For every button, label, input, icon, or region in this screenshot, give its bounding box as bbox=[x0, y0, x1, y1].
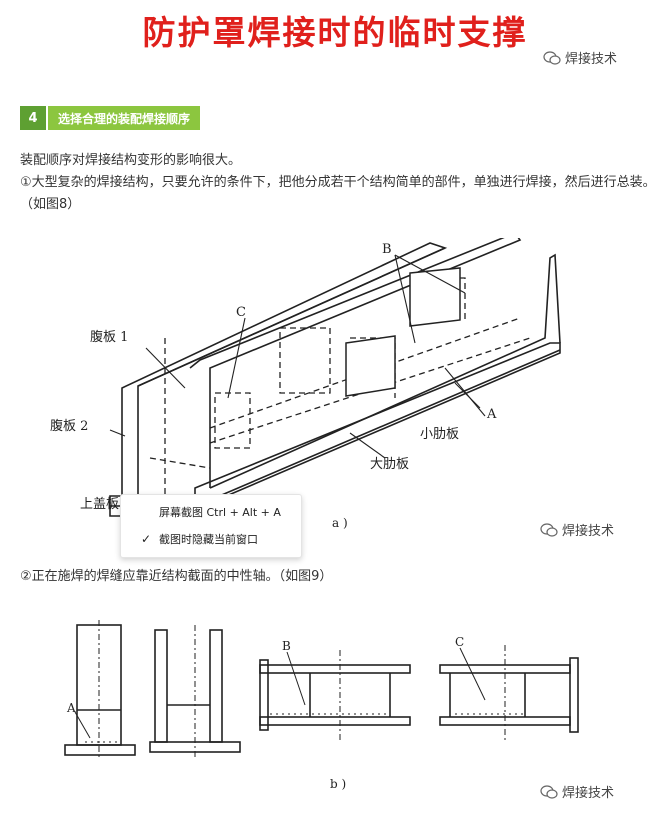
label-small-rib: 小肋板 bbox=[420, 427, 459, 442]
wechat-logo-icon bbox=[543, 50, 561, 65]
label-a: A bbox=[486, 407, 497, 422]
watermark-text: 焊接技术 bbox=[565, 52, 618, 67]
label-c: C bbox=[236, 305, 246, 320]
figure-a-caption: a ) bbox=[332, 516, 348, 530]
label-web1: 腹板 1 bbox=[90, 329, 128, 345]
label-b-c: C bbox=[455, 635, 464, 649]
section-label: 选择合理的装配焊接顺序 bbox=[48, 106, 201, 130]
label-top-plate: 上盖板 bbox=[80, 497, 119, 512]
wechat-logo-icon bbox=[540, 522, 558, 537]
section-number: 4 bbox=[20, 106, 46, 130]
paragraph-3: ②正在施焊的焊缝应靠近结构截面的中性轴。（如图9） bbox=[20, 569, 333, 584]
watermark-figure-b: 焊接技术 bbox=[540, 782, 614, 801]
paragraph-1: 装配顺序对焊接结构变形的影响很大。 bbox=[20, 153, 242, 168]
menu-item-label: 屏幕截图 Ctrl + Alt + A bbox=[159, 506, 281, 519]
menu-item-screenshot[interactable]: 屏幕截图 Ctrl + Alt + A bbox=[121, 499, 301, 525]
watermark-figure-a: 焊接技术 bbox=[540, 520, 614, 539]
label-big-rib: 大肋板 bbox=[370, 457, 409, 472]
label-b-a: A bbox=[66, 701, 76, 715]
figure-b-caption: b ) bbox=[330, 777, 346, 791]
watermark: 焊接技术 bbox=[543, 48, 617, 67]
section-header: 4 选择合理的装配焊接顺序 bbox=[20, 106, 201, 130]
watermark-text: 焊接技术 bbox=[562, 786, 615, 801]
page-title: 防护罩焊接时的临时支撑 bbox=[142, 13, 528, 52]
label-b-b: B bbox=[282, 639, 291, 653]
check-icon: ✓ bbox=[141, 532, 152, 546]
wechat-logo-icon bbox=[540, 784, 558, 799]
label-b: B bbox=[382, 242, 392, 257]
context-menu: 屏幕截图 Ctrl + Alt + A ✓ 截图时隐藏当前窗口 bbox=[120, 494, 302, 558]
label-web2: 腹板 2 bbox=[50, 418, 88, 434]
menu-item-label: 截图时隐藏当前窗口 bbox=[159, 533, 258, 546]
paragraph-2: ①大型复杂的焊接结构，只要允许的条件下，把他分成若干个结构简单的部件，单独进行焊… bbox=[20, 175, 656, 212]
watermark-text: 焊接技术 bbox=[562, 524, 615, 539]
menu-item-hide-window[interactable]: ✓ 截图时隐藏当前窗口 bbox=[121, 526, 301, 552]
figure-a-drawing: 腹板 1 腹板 2 上盖板 大肋板 小肋板 C B A a ) bbox=[50, 238, 561, 530]
figure-b-drawing: A B C b ) bbox=[64, 620, 579, 791]
